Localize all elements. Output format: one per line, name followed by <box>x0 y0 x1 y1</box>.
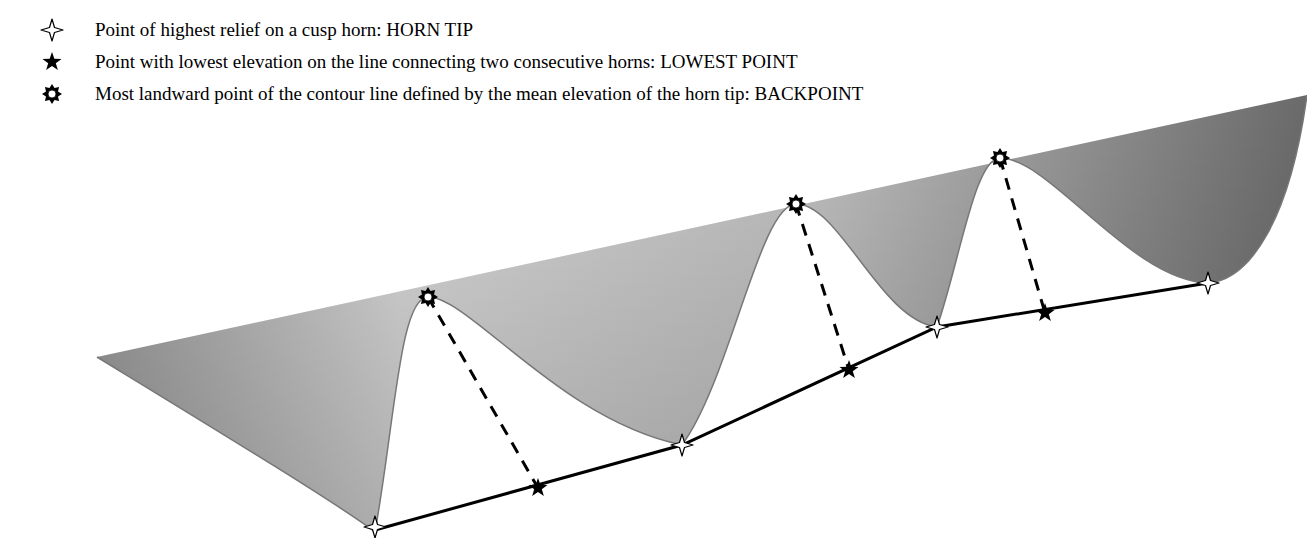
lowest-point-marker <box>1035 303 1054 321</box>
horn-connecting-line <box>375 283 1208 530</box>
legend-text: Most landward point of the contour line … <box>95 83 863 104</box>
backpoint-symbol <box>42 84 62 104</box>
horn-tip-marker <box>926 316 948 338</box>
beach-surface <box>97 95 1307 532</box>
horn-tip-marker <box>364 516 386 538</box>
dashed-line <box>1000 158 1045 313</box>
horn-tip-marker <box>1197 272 1219 294</box>
beach-shading <box>97 95 1307 532</box>
dashed-line <box>796 204 849 370</box>
backpoint-marker <box>418 287 438 307</box>
backpoint-marker <box>786 194 806 214</box>
legend-text: Point with lowest elevation on the line … <box>95 51 798 72</box>
legend-entry: Point of highest relief on a cusp horn: … <box>95 15 473 45</box>
lowest-point-marker <box>839 360 858 378</box>
dashed-line <box>428 297 538 488</box>
legend-text: Point of highest relief on a cusp horn: … <box>95 19 473 40</box>
legend-entry: Most landward point of the contour line … <box>95 79 863 109</box>
lowest-point-symbol <box>42 52 61 70</box>
shoreline-contour <box>97 95 1307 532</box>
horn-tip-symbol <box>41 19 63 41</box>
legend: Point of highest relief on a cusp horn: … <box>0 0 1307 110</box>
legend-entry: Point with lowest elevation on the line … <box>95 47 798 77</box>
lowest-point-marker <box>528 478 547 496</box>
backpoint-marker <box>990 148 1010 168</box>
horn-tip-marker <box>671 434 693 456</box>
